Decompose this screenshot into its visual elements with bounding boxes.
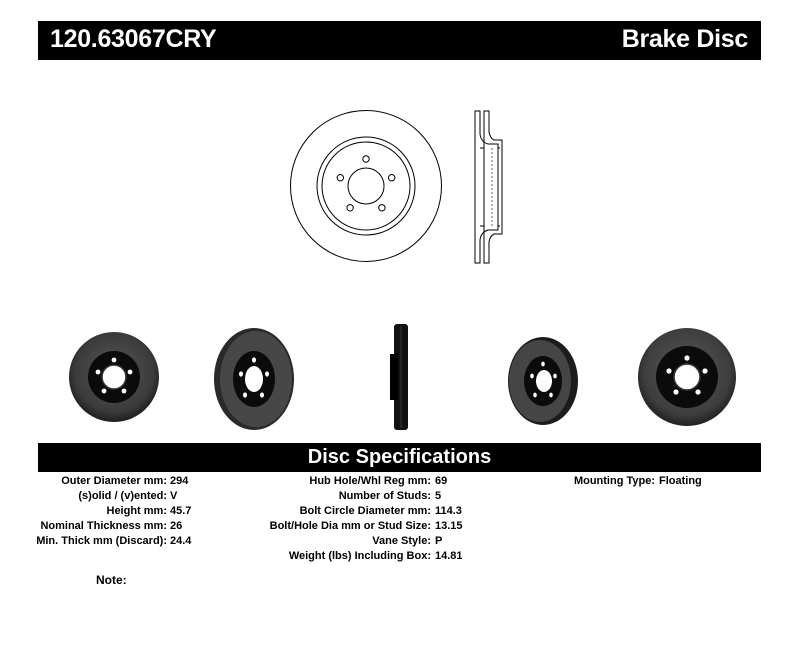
spec-label: Mounting Type: bbox=[573, 475, 655, 487]
specifications-bar: Disc Specifications bbox=[38, 443, 761, 472]
spec-value: 13.15 bbox=[435, 520, 463, 532]
spec-label: Hub Hole/Whl Reg mm: bbox=[309, 475, 431, 487]
spec-label: Min. Thick mm (Discard): bbox=[36, 535, 167, 547]
product-type: Brake Disc bbox=[621, 25, 749, 53]
spec-label: Vane Style: bbox=[372, 535, 431, 547]
spec-label: Nominal Thickness mm: bbox=[40, 520, 167, 532]
spec-value: 114.3 bbox=[435, 505, 462, 517]
spec-label: (s)olid / (v)ented: bbox=[78, 490, 167, 502]
spec-value: 294 bbox=[170, 475, 189, 487]
disc-photo-back bbox=[638, 328, 736, 426]
spec-value: P bbox=[435, 535, 443, 547]
disc-photo-edge bbox=[390, 324, 408, 430]
spec-value: 69 bbox=[435, 475, 448, 487]
spec-column-3: Mounting Type: Floating bbox=[0, 474, 800, 494]
disc-front-view-drawing bbox=[290, 110, 442, 262]
spec-column-2: Hub Hole/Whl Reg mm: 69 Number of Studs:… bbox=[0, 474, 800, 569]
spec-value: 24.4 bbox=[170, 535, 192, 547]
spec-label: Bolt Circle Diameter mm: bbox=[299, 505, 431, 517]
disc-photo-angled-left bbox=[214, 328, 294, 430]
spec-value: V bbox=[170, 490, 178, 502]
spec-label: Outer Diameter mm: bbox=[61, 475, 167, 487]
spec-value: Floating bbox=[659, 475, 702, 487]
specifications-title: Disc Specifications bbox=[307, 446, 492, 468]
title-bar: 120.63067CRY Brake Disc bbox=[38, 21, 761, 60]
spec-label: Height mm: bbox=[106, 505, 168, 517]
spec-value: 45.7 bbox=[170, 505, 192, 517]
spec-label: Number of Studs: bbox=[338, 490, 431, 502]
spec-value: 5 bbox=[435, 490, 442, 502]
disc-photo-front bbox=[69, 332, 159, 422]
spec-value: 26 bbox=[170, 520, 183, 532]
spec-column-1: Outer Diameter mm: 294 (s)olid / (v)ente… bbox=[0, 474, 800, 554]
spec-value: 14.81 bbox=[435, 550, 463, 562]
spec-label: Bolt/Hole Dia mm or Stud Size: bbox=[269, 520, 431, 532]
disc-side-section-drawing bbox=[474, 110, 503, 264]
note-label: Note: bbox=[96, 573, 127, 587]
spec-label: Weight (lbs) Including Box: bbox=[288, 550, 431, 562]
part-number: 120.63067CRY bbox=[50, 25, 217, 53]
disc-photo-angled-right bbox=[508, 337, 578, 425]
